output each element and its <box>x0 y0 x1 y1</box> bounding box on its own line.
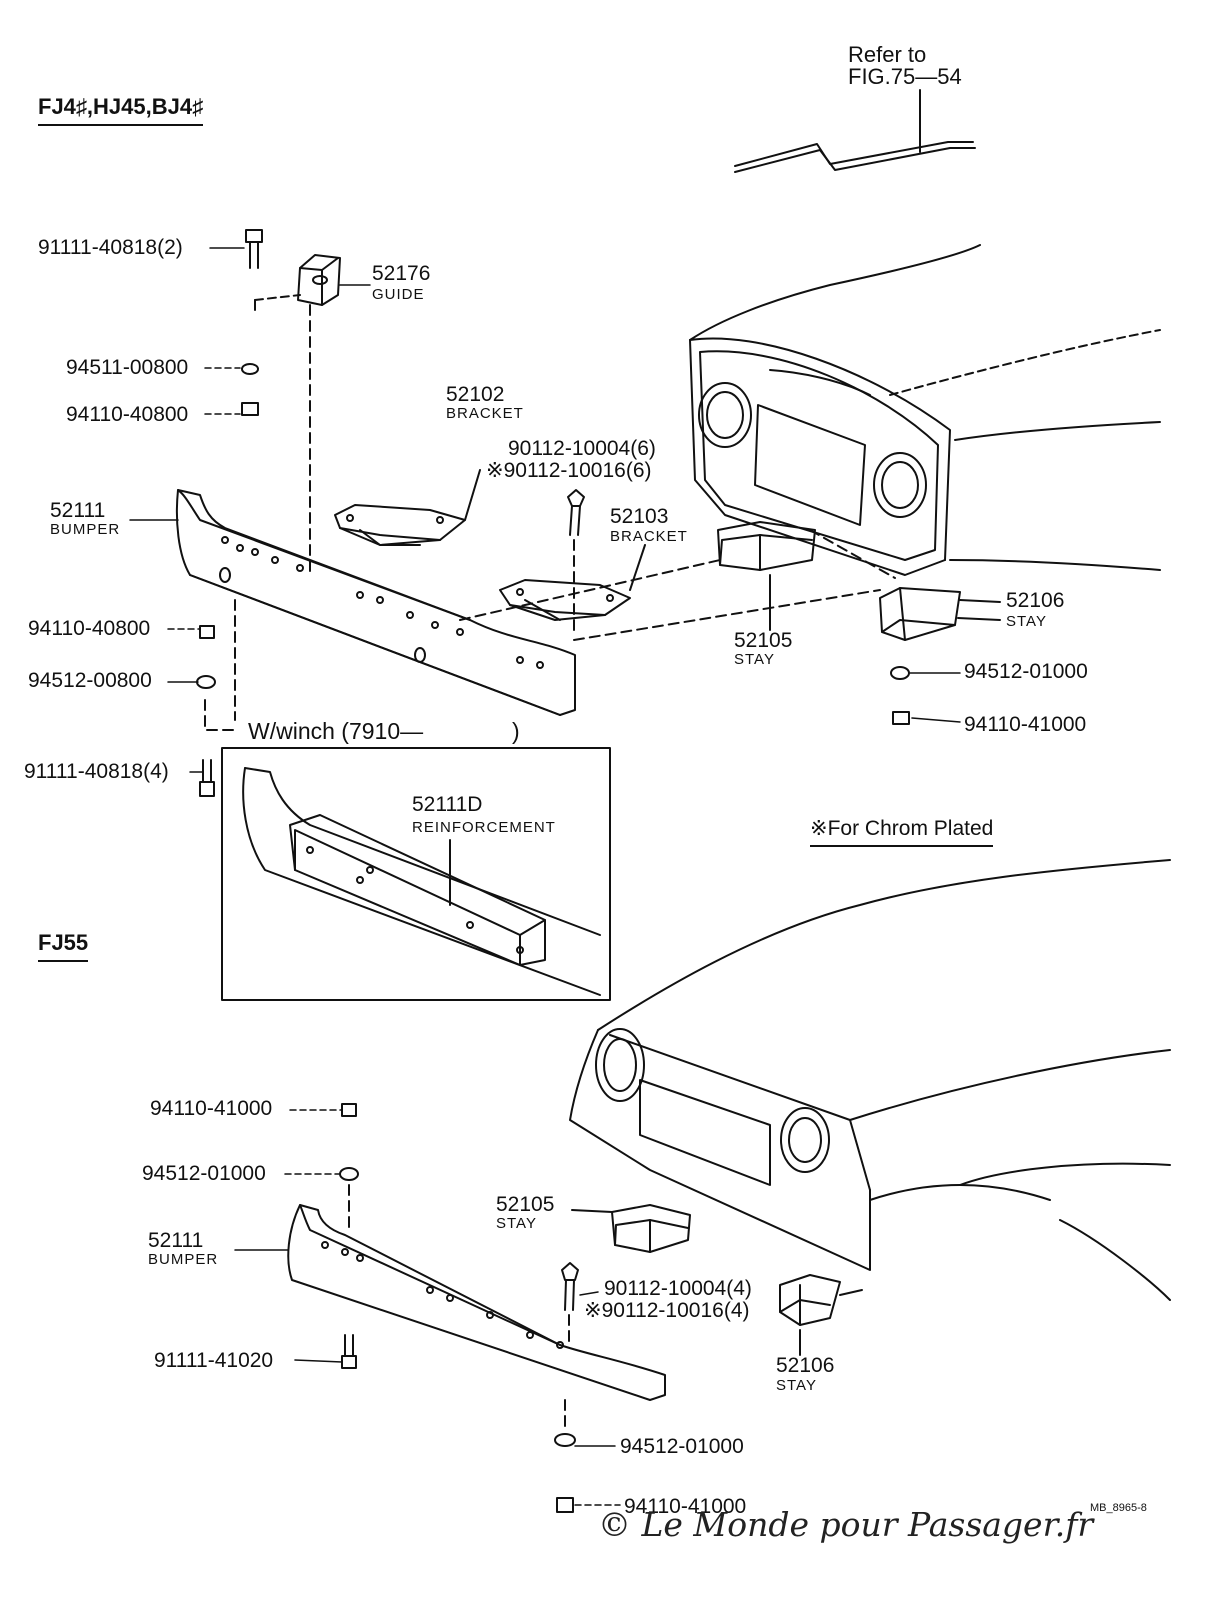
nut-fj55-top-label: 94110-41000 <box>150 1097 273 1120</box>
nut-left-label: 94110-40800 <box>28 617 151 640</box>
bracket-52102-shape <box>334 504 466 546</box>
bolt-90112-shape <box>567 489 585 536</box>
winch-bumper-shape <box>242 767 601 996</box>
washer-top-label: 94511-00800 <box>66 356 189 379</box>
stay-52105-lower-shape <box>611 1204 691 1253</box>
winch-title-close: ) <box>512 718 520 744</box>
bracket-a-number: 52102 <box>446 383 505 406</box>
washer-fj55-top-label: 94512-01000 <box>142 1162 266 1185</box>
watermark: © Le Monde pour Passager.fr <box>598 1505 1094 1544</box>
guide-number: 52176 <box>372 262 431 285</box>
stay-d-number: 52106 <box>776 1354 835 1377</box>
chrome-note: ※For Chrom Plated <box>810 816 994 847</box>
nut-bottom-label: 94110-41000 <box>624 1495 747 1518</box>
stay-b-name: STAY <box>1006 613 1047 630</box>
bumper-fj55-number: 52111 <box>148 1229 204 1252</box>
bolt-c-chrome-label: ※90112-10016(4) <box>584 1299 750 1322</box>
reference-line2: FIG.75—54 <box>848 64 962 89</box>
bolt-top-shape <box>245 229 263 269</box>
winch-inset-frame <box>221 747 611 1001</box>
guide-52176-shape <box>254 254 341 311</box>
bolt-fj55-label: 91111-41020 <box>154 1349 274 1372</box>
nut-top-label: 94110-40800 <box>66 403 189 426</box>
bumper-52111-lower <box>287 1204 666 1401</box>
washer-left-label: 94512-00800 <box>28 669 152 692</box>
bolt-a-label: 90112-10004(6) <box>508 437 656 460</box>
bumper-holes-upper <box>219 536 544 669</box>
bumper-holes-lower <box>321 1241 564 1349</box>
left-stack-shapes <box>196 625 216 797</box>
stay-a-number: 52105 <box>734 629 793 652</box>
guide-name: GUIDE <box>372 286 425 303</box>
stay-b-number: 52106 <box>1006 589 1065 612</box>
bolt-a-chrome-label: ※90112-10016(6) <box>486 459 652 482</box>
bumper-top-name: BUMPER <box>50 521 121 538</box>
drawing-code: MB_8965-8 <box>1090 1502 1147 1514</box>
bolt-top-label: 91111-40818(2) <box>38 236 183 259</box>
washer-bottom-label: 94512-01000 <box>620 1435 744 1458</box>
nut-right-label: 94110-41000 <box>964 713 1087 736</box>
stay-a-name: STAY <box>734 651 775 668</box>
stay-d-name: STAY <box>776 1377 817 1394</box>
washer-nut-right-shapes <box>890 666 910 725</box>
stay-c-name: STAY <box>496 1215 537 1232</box>
reference-rod <box>734 89 976 173</box>
stay-c-number: 52105 <box>496 1193 555 1216</box>
reinforcement-name: REINFORCEMENT <box>412 819 556 836</box>
stay-52106-lower-shape <box>779 1274 841 1326</box>
reference-line1: Refer to <box>848 42 927 67</box>
winch-title: W/winch (7910— <box>248 718 424 744</box>
bolt-left-label: 91111-40818(4) <box>24 760 169 783</box>
bolt-c-label: 90112-10004(4) <box>604 1277 752 1300</box>
leader-lines <box>129 247 961 1506</box>
bumper-top-number: 52111 <box>50 499 106 522</box>
bracket-b-name: BRACKET <box>610 528 688 545</box>
washer-right-label: 94512-01000 <box>964 660 1088 683</box>
bumper-fj55-name: BUMPER <box>148 1251 219 1268</box>
reinforcement-number: 52111D <box>412 793 483 816</box>
bracket-a-name: BRACKET <box>446 405 524 422</box>
stay-52106-upper-shape <box>879 587 961 641</box>
small-washer-shapes <box>241 363 259 416</box>
stay-52105-upper-shape <box>717 521 816 631</box>
model-header-top: FJ4♯,HJ45,BJ4♯ <box>38 94 204 126</box>
model-header-bottom: FJ55 <box>38 930 89 962</box>
vehicle-front-upper <box>689 244 1161 576</box>
bracket-b-number: 52103 <box>610 505 669 528</box>
vehicle-front-lower <box>569 859 1171 1301</box>
bumper-52111-upper <box>175 489 576 716</box>
